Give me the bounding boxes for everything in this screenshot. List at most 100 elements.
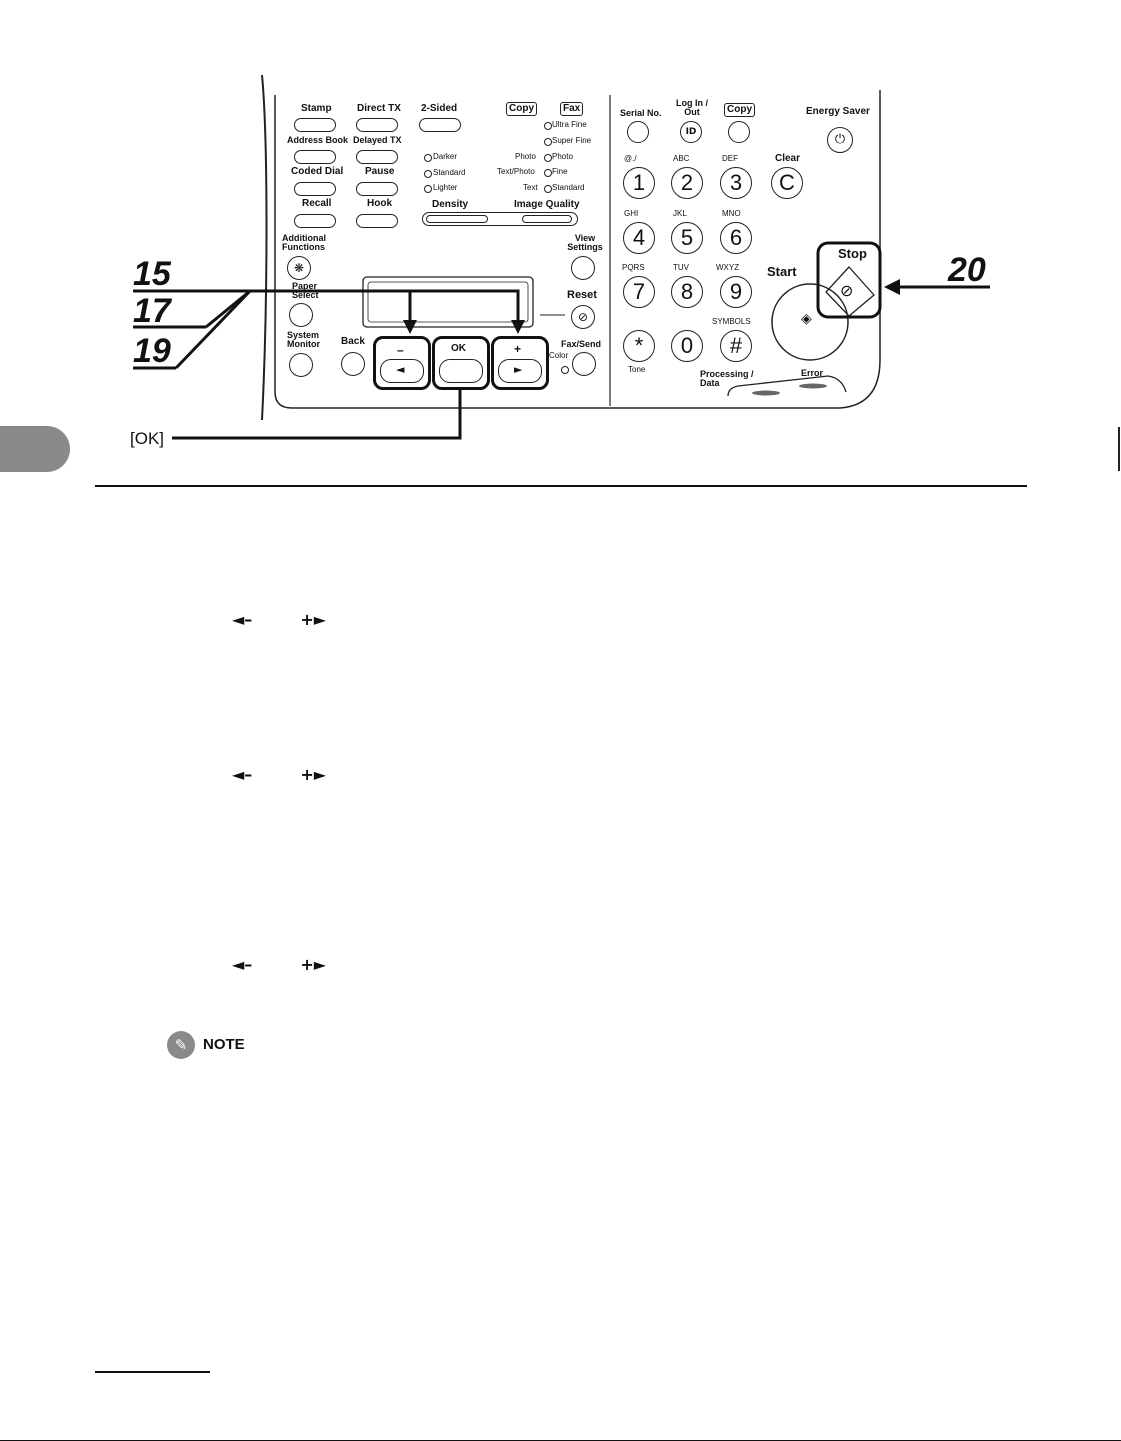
two-sided-button[interactable]	[419, 118, 461, 132]
density-slider-inner	[426, 215, 488, 223]
processing-data-label: Processing / Data	[700, 369, 754, 389]
reset-label: Reset	[567, 289, 597, 301]
key-4-letters: GHI	[624, 209, 639, 218]
back-button[interactable]	[341, 352, 365, 376]
key-6-letters: MNO	[722, 209, 741, 218]
key-7-letters: PQRS	[622, 263, 645, 272]
log-in-out-button[interactable]: ID	[680, 121, 702, 143]
reset-button[interactable]: ⊘	[571, 305, 595, 329]
system-monitor-button[interactable]	[289, 353, 313, 377]
led-darker	[424, 154, 432, 162]
plus-right-icon: +►	[300, 610, 327, 629]
key-2[interactable]: 2	[671, 167, 703, 199]
section-divider	[95, 485, 1027, 487]
view-settings-button[interactable]	[571, 256, 595, 280]
density-label: Density	[432, 199, 469, 210]
callout-20: 20	[948, 251, 986, 289]
minus-key[interactable]: – ◄	[373, 336, 431, 390]
key-hash[interactable]: #	[720, 330, 752, 362]
key-6[interactable]: 6	[720, 222, 752, 254]
note-label: NOTE	[203, 1036, 245, 1053]
paper-select-button[interactable]	[289, 303, 313, 327]
image-quality-label: Image Quality	[514, 199, 580, 210]
footer-short-rule	[95, 1371, 210, 1373]
key-star[interactable]: *	[623, 330, 655, 362]
copy-tag: Copy	[506, 102, 537, 116]
key-7[interactable]: 7	[623, 276, 655, 308]
direct-tx-button[interactable]	[356, 118, 398, 132]
led-standard-fax	[544, 185, 552, 193]
ok-key-inner	[439, 359, 483, 383]
left-minus-icon: ◄–	[232, 610, 253, 629]
left-minus-icon: ◄–	[232, 955, 253, 974]
key-5[interactable]: 5	[671, 222, 703, 254]
delayed-tx-button[interactable]	[356, 150, 398, 164]
arrow-row-1: ◄– +►	[232, 610, 326, 629]
minus-key-inner: ◄	[380, 359, 424, 383]
led-super-fine	[544, 138, 552, 146]
callout-19: 19	[133, 332, 171, 370]
pause-button[interactable]	[356, 182, 398, 196]
stop-label: Stop	[838, 246, 867, 261]
text-photo-label: Text/Photo	[497, 167, 535, 176]
energy-saver-button[interactable]: ⏻	[827, 127, 853, 153]
panel-outline	[133, 74, 990, 440]
energy-saver-label: Energy Saver	[806, 106, 870, 117]
serial-no-label: Serial No.	[620, 108, 662, 118]
key-8-letters: TUV	[673, 263, 689, 272]
key-9-letters: WXYZ	[716, 263, 740, 272]
start-label: Start	[767, 264, 797, 279]
darker-label: Darker	[433, 152, 458, 161]
standard-density-label: Standard	[433, 168, 466, 177]
stamp-button[interactable]	[294, 118, 336, 132]
key-1-letters: @./	[624, 154, 637, 163]
copy-button[interactable]	[728, 121, 750, 143]
text-label: Text	[523, 183, 538, 192]
tone-label: Tone	[628, 365, 646, 374]
callout-ok-label: [OK]	[130, 429, 165, 448]
clear-button[interactable]: C	[771, 167, 803, 199]
hook-button[interactable]	[356, 214, 398, 228]
back-label: Back	[341, 336, 365, 347]
system-monitor-label: System Monitor	[287, 330, 320, 350]
stamp-label: Stamp	[301, 103, 332, 114]
led-lighter	[424, 185, 432, 193]
address-book-button[interactable]	[294, 150, 336, 164]
additional-functions-button[interactable]: ❋	[287, 256, 311, 280]
edge-mark	[1118, 427, 1120, 471]
key-1[interactable]: 1	[623, 167, 655, 199]
density-slider[interactable]	[422, 212, 578, 226]
standard-fax-label: Standard	[552, 183, 585, 192]
quality-slider-inner	[522, 215, 572, 223]
super-fine-label: Super Fine	[552, 136, 592, 145]
led-ultra-fine	[544, 122, 552, 130]
fax-send-button[interactable]	[572, 352, 596, 376]
stop-icon: ⊘	[840, 281, 854, 300]
recall-label: Recall	[302, 198, 332, 209]
fax-tag: Fax	[560, 102, 584, 116]
key-4[interactable]: 4	[623, 222, 655, 254]
address-book-label: Address Book	[287, 135, 349, 145]
serial-no-button[interactable]	[627, 121, 649, 143]
key-9[interactable]: 9	[720, 276, 752, 308]
coded-dial-label: Coded Dial	[291, 166, 344, 177]
ok-key[interactable]: OK	[432, 336, 490, 390]
ok-key-label: OK	[451, 343, 466, 354]
clear-label: Clear	[775, 153, 801, 164]
plus-key[interactable]: + ►	[491, 336, 549, 390]
lighter-label: Lighter	[433, 183, 458, 192]
coded-dial-button[interactable]	[294, 182, 336, 196]
color-led	[561, 366, 569, 374]
left-minus-icon: ◄–	[232, 765, 253, 784]
recall-button[interactable]	[294, 214, 336, 228]
key-3[interactable]: 3	[720, 167, 752, 199]
direct-tx-label: Direct TX	[357, 103, 401, 114]
key-0[interactable]: 0	[671, 330, 703, 362]
key-8[interactable]: 8	[671, 276, 703, 308]
copy-button-tag: Copy	[724, 103, 755, 117]
paper-select-label: Paper Select	[292, 282, 319, 300]
callout-17: 17	[133, 292, 171, 330]
key-5-letters: JKL	[673, 209, 687, 218]
plus-key-inner: ►	[498, 359, 542, 383]
pencil-icon: ✎	[167, 1031, 195, 1059]
